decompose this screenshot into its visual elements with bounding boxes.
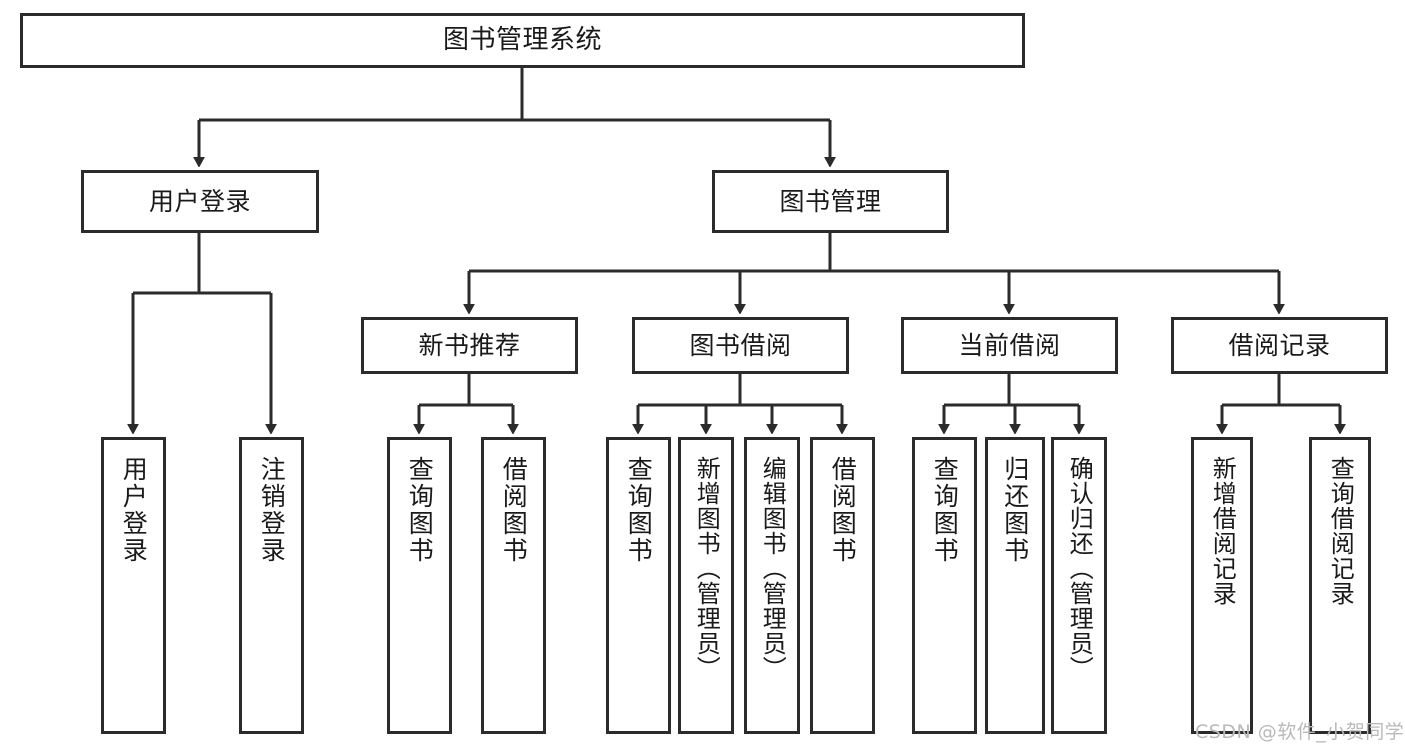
- node-leaf-user-login-label: 用户登录: [119, 456, 149, 564]
- node-borrow-record-label: 借阅记录: [1228, 330, 1331, 360]
- node-leaf-query-book-3[interactable]: 查询图书: [912, 437, 977, 734]
- node-new-book-recommend[interactable]: 新书推荐: [361, 317, 578, 374]
- csdn-watermark: CSDN @软件_小贺同学: [1195, 721, 1405, 743]
- node-leaf-query-book-2-label: 查询图书: [624, 456, 654, 564]
- node-leaf-query-book-3-label: 查询图书: [930, 456, 960, 564]
- node-leaf-confirm-return[interactable]: 确认归还（管理员）: [1051, 437, 1107, 734]
- node-leaf-user-login[interactable]: 用户登录: [101, 437, 166, 734]
- node-leaf-confirm-return-label: 确认归还（管理员）: [1065, 456, 1094, 681]
- node-leaf-query-book-2[interactable]: 查询图书: [606, 437, 671, 734]
- node-user-login[interactable]: 用户登录: [81, 170, 319, 233]
- node-leaf-borrow-book-2-label: 借阅图书: [828, 456, 858, 564]
- node-leaf-add-book-label: 新增图书（管理员）: [692, 456, 721, 681]
- node-root[interactable]: 图书管理系统: [20, 13, 1025, 68]
- node-book-management[interactable]: 图书管理: [712, 170, 949, 233]
- node-leaf-return-book[interactable]: 归还图书: [985, 437, 1045, 734]
- node-current-borrow-label: 当前借阅: [958, 330, 1061, 360]
- node-new-book-recommend-label: 新书推荐: [418, 330, 521, 360]
- node-leaf-edit-book-label: 编辑图书（管理员）: [758, 456, 787, 681]
- node-leaf-query-book-1[interactable]: 查询图书: [387, 437, 452, 734]
- node-book-borrow[interactable]: 图书借阅: [632, 317, 849, 374]
- node-leaf-return-book-label: 归还图书: [1000, 456, 1030, 564]
- node-book-borrow-label: 图书借阅: [689, 330, 792, 360]
- node-current-borrow[interactable]: 当前借阅: [901, 317, 1118, 374]
- node-borrow-record[interactable]: 借阅记录: [1171, 317, 1388, 374]
- node-root-label: 图书管理系统: [442, 25, 602, 56]
- node-leaf-borrow-book-1[interactable]: 借阅图书: [481, 437, 546, 734]
- node-leaf-add-book[interactable]: 新增图书（管理员）: [678, 437, 734, 734]
- node-leaf-add-record[interactable]: 新增借阅记录: [1191, 437, 1253, 734]
- node-leaf-borrow-book-2[interactable]: 借阅图书: [810, 437, 875, 734]
- node-leaf-borrow-book-1-label: 借阅图书: [499, 456, 529, 564]
- node-leaf-query-record[interactable]: 查询借阅记录: [1309, 437, 1371, 734]
- node-leaf-query-book-1-label: 查询图书: [405, 456, 435, 564]
- node-book-management-label: 图书管理: [779, 186, 882, 216]
- node-user-login-label: 用户登录: [148, 186, 251, 216]
- node-leaf-add-record-label: 新增借阅记录: [1208, 456, 1237, 606]
- node-leaf-edit-book[interactable]: 编辑图书（管理员）: [744, 437, 800, 734]
- node-leaf-logout[interactable]: 注销登录: [239, 437, 304, 734]
- node-leaf-query-record-label: 查询借阅记录: [1326, 456, 1355, 606]
- node-leaf-logout-label: 注销登录: [257, 456, 287, 564]
